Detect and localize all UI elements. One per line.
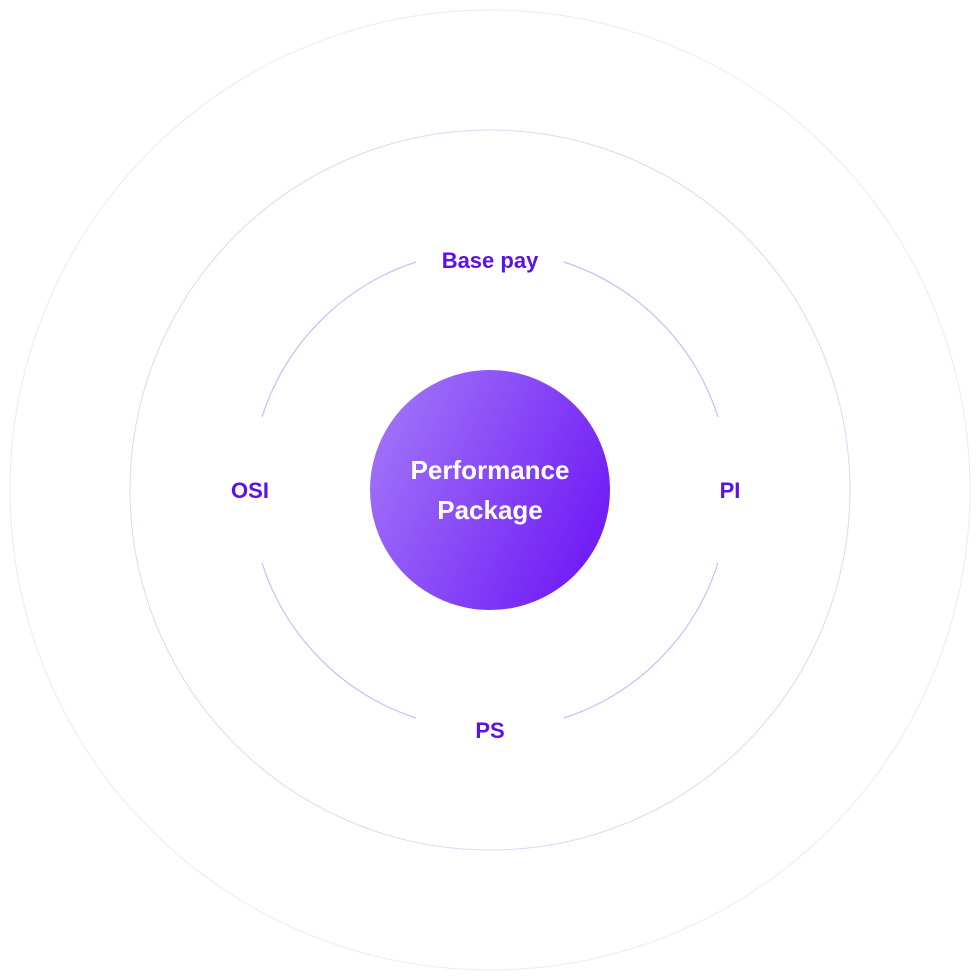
segment-label-ps: PS	[475, 718, 505, 743]
segment-label-osi: OSI	[231, 478, 269, 503]
segment-label-pi: PI	[719, 478, 741, 503]
outer-ring	[9, 9, 971, 971]
inner-ring-arc-top-right	[563, 261, 719, 418]
inner-ring-arc-bottom-right	[563, 562, 719, 719]
inner-ring-arc-top-left	[261, 261, 417, 418]
center-label: Performance Package	[390, 450, 590, 530]
center-node: Performance Package	[370, 370, 610, 610]
segment-label-base-pay: Base pay	[441, 248, 539, 273]
inner-ring-arc-bottom-left	[261, 562, 417, 719]
middle-ring	[129, 129, 851, 851]
center-label-line1: Performance	[410, 455, 570, 485]
center-label-line2: Package	[437, 495, 543, 525]
